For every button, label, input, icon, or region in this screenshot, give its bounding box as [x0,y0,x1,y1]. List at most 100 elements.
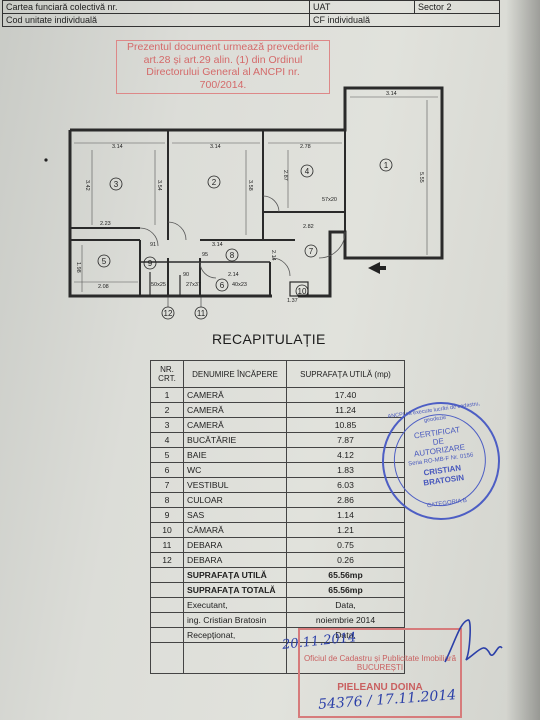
dimension-label: 91 [150,242,156,248]
room-name: CĂMARĂ [183,522,287,538]
door-arc [139,227,159,247]
room-name: BUCĂTĂRIE [183,432,287,448]
room-number: 12 [164,309,173,318]
notice-line: art.28 și art.29 alin. (1) din Ordinul [143,53,303,66]
dimension-label: 3.14 [210,144,221,150]
util-area-value: 65.56mp [286,567,405,583]
row-number: 1 [150,387,184,403]
room-number: 4 [305,167,310,176]
room-marker [215,278,229,292]
room-name: VESTIBUL [183,477,287,493]
notice-line: Prezentul document urmează prevederile [126,41,320,53]
room-marker [379,158,393,172]
room-number: 6 [220,281,225,290]
cadastral-header-table: Cartea funciară colectivă nr. UAT Sector… [2,0,500,27]
dimension-label: 5.55 [418,172,424,183]
floor-plan: 3.14 3.14 2.78 3.14 5.55 3.42 3.54 3.58 … [44,86,444,320]
door-arc [271,257,291,277]
row-number: 10 [150,522,184,538]
room-marker [207,175,221,189]
row-number: 2 [150,402,184,418]
room-area: 17.40 [286,387,405,403]
room-marker [304,244,318,258]
room-area: 2.86 [286,492,405,508]
dimension-label: 40x23 [232,282,247,288]
room-area: 1.14 [286,507,405,523]
row-number: 8 [150,492,184,508]
dimension-label: 2.23 [100,221,111,227]
room-number: 7 [309,247,314,256]
door-arc [199,261,217,279]
row-number: 9 [150,507,184,523]
row-number: 11 [150,537,184,553]
room-area: 6.03 [286,477,405,493]
row-number: 6 [150,462,184,478]
row-number: 3 [150,417,184,433]
executant-date-label: Data, [286,597,405,613]
room-name: WC [183,462,287,478]
row-number: 7 [150,477,184,493]
room-marker [225,248,239,262]
legal-notice-stamp: Prezentul document urmează prevederile a… [116,40,330,94]
col-nr-header: NR. CRT. [150,360,184,388]
dimension-label: 2.82 [303,224,314,230]
dimension-label: 3.54 [156,180,162,191]
ocpi-stamp: Oficiul de Cadastru și Publicitate Imobi… [298,628,462,718]
dimension-label: 1.37 [287,298,298,304]
executant-name: ing. Cristian Bratosin [183,612,287,628]
cf-individual-label: CF individuală [309,13,500,27]
room-name: CAMERĂ [183,402,287,418]
door-arc [262,195,280,213]
room-number: 8 [230,251,235,260]
dimension-label: 2.14 [270,250,276,261]
page-shadow [506,0,540,720]
room-marker [300,164,314,178]
dimension-label: 2.78 [300,144,311,150]
room-number: 11 [197,309,206,318]
room-number: 1 [384,161,389,170]
room-name: BAIE [183,447,287,463]
outer-wall [70,86,444,298]
row-number: 5 [150,447,184,463]
dimension-label: 27x37 [186,282,201,288]
room-name: SAS [183,507,287,523]
room-name: CAMERĂ [183,417,287,433]
entrance-arrow-icon [368,262,386,274]
door-arc [318,231,346,259]
room-recap-table: NR. CRT. DENUMIRE ÎNCĂPERE SUPRAFAȚA UTI… [150,360,405,674]
room-number: 9 [148,259,153,268]
total-area-label: SUPRAFAȚA TOTALĂ [183,582,287,598]
dimension-label: 3.14 [386,91,397,97]
row-number: 12 [150,552,184,568]
dimension-label: 3.14 [112,144,123,150]
receptionat-label: Recepționat, [183,627,287,643]
room-number: 2 [212,178,217,187]
dimension-label: 90 [183,272,189,278]
room-marker [109,177,123,191]
util-area-label: SUPRAFAȚA UTILĂ [183,567,287,583]
room-area: 0.26 [286,552,405,568]
executant-label: Executant, [183,597,287,613]
room-area: 1.21 [286,522,405,538]
dimension-label: 3.58 [247,180,253,191]
col-name-header: DENUMIRE ÎNCĂPERE [183,360,287,388]
dot-mark [44,158,48,162]
total-area-value: 65.56mp [286,582,405,598]
door-arc [167,221,187,241]
dimension-label: 3.42 [84,180,90,191]
dimension-label: 50x25 [151,282,166,288]
dimension-label: 2.87 [282,170,288,181]
dimension-label: 3.14 [212,242,223,248]
